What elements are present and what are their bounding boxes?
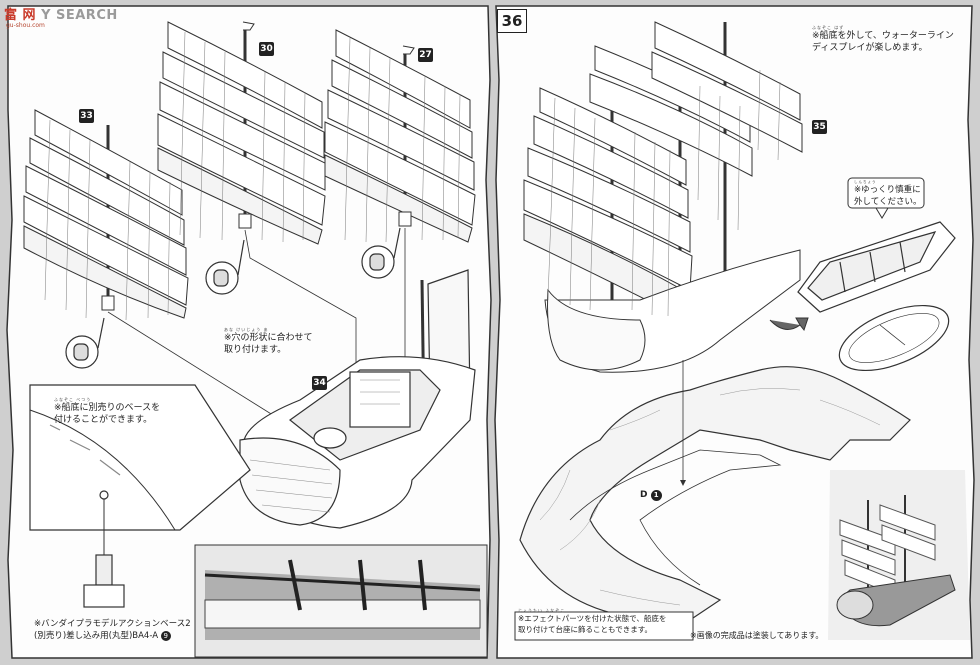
note-base-line2: 付けることができます。 <box>54 415 153 425</box>
wave-texture <box>539 388 881 606</box>
part-number-30: 30 <box>259 42 274 56</box>
note-careful-line1: ※ゆっくり慎重に <box>854 185 921 195</box>
photo-inset <box>194 544 488 658</box>
part-label-d-letter: D <box>640 490 648 500</box>
note-painted: ※画像の完成品は塗装してあります。 <box>690 631 824 640</box>
part-number-35: 35 <box>812 120 827 134</box>
watermark-logo: 富 网 Y SEARCH <box>4 4 118 23</box>
note-bandai-base: ※バンダイプラモデルアクションベース2 (別売り)差し込み用(丸型)BA4-A … <box>34 618 191 642</box>
guide-arrowhead <box>680 480 686 486</box>
peg-details <box>65 227 401 369</box>
note-waterline-ruby: ふなぞこ はず <box>812 25 845 30</box>
sail-stack-33 <box>23 109 189 319</box>
base-detail <box>29 384 251 608</box>
watermark-url: gu-shou.com <box>6 22 45 29</box>
note-base-ruby: ふなぞこ べつう <box>54 397 92 402</box>
completed-photo <box>828 470 970 640</box>
hull-bottom-35 <box>797 221 956 313</box>
note-effect: じょうたい ふなぞこ ※エフェクトパーツを付けた状態で、船底を 取り付けて台座に… <box>518 609 666 635</box>
note-waterline: ふなぞこ はず ※船底を外して、ウォーターライン ディスプレイが楽しめます。 <box>812 26 954 54</box>
note-effect-box <box>514 611 694 641</box>
note-base: ふなぞこ べつう ※船底に別売りのベースを 付けることができます。 <box>54 398 160 426</box>
note-base-line1: ※船底に別売りのベースを <box>54 403 161 413</box>
hull-planks <box>249 379 400 513</box>
note-careful-line2: 外してください。 <box>854 197 922 207</box>
part-number-33: 33 <box>79 109 94 123</box>
note-effect-line1: ※エフェクトパーツを付けた状態で、船底を <box>518 614 667 623</box>
note-hole-shape-line1: ※穴の形状に合わせて <box>224 333 313 343</box>
wave-effect <box>519 366 911 621</box>
step-number-36: 36 <box>497 9 527 33</box>
note-hole-shape-ruby: あな けいじょう あ <box>224 327 269 332</box>
note-careful-tail <box>875 207 889 219</box>
note-hole-shape-line2: 取り付けます。 <box>224 345 287 355</box>
note-careful: しんちょう ※ゆっくり慎重に 外してください。 <box>854 180 922 208</box>
part-label-d: D 1 <box>640 490 662 501</box>
watermark-brand: 富 网 <box>4 8 37 23</box>
note-waterline-line2: ディスプレイが楽しめます。 <box>812 43 928 53</box>
part-number-27: 27 <box>418 48 433 62</box>
sail-stack-30 <box>157 21 326 245</box>
note-bandai-badge: 9 <box>160 631 171 641</box>
note-waterline-line1: ※船底を外して、ウォーターライン <box>812 31 954 41</box>
note-effect-line2: 取り付けて台座に飾ることもできます。 <box>518 625 652 634</box>
display-stand <box>838 304 950 372</box>
sail-pleats <box>44 31 461 321</box>
note-hole-shape: あな けいじょう あ ※穴の形状に合わせて 取り付けます。 <box>224 328 313 356</box>
assembled-ship <box>523 21 803 373</box>
note-effect-ruby: じょうたい ふなぞこ <box>518 608 566 613</box>
note-bandai-line2: (別売り)差し込み用(丸型)BA4-A <box>34 631 159 641</box>
sail-stack-27 <box>324 29 476 243</box>
arrow-icon <box>769 317 809 332</box>
note-bandai-line1: ※バンダイプラモデルアクションベース2 <box>34 619 191 629</box>
part-label-d-badge: 1 <box>650 490 662 501</box>
watermark-search: Y SEARCH <box>41 8 118 23</box>
note-careful-ruby: しんちょう <box>854 180 877 184</box>
assembled-pleats <box>547 69 781 317</box>
ship-hull-34 <box>239 269 476 529</box>
part-number-34: 34 <box>312 376 327 390</box>
